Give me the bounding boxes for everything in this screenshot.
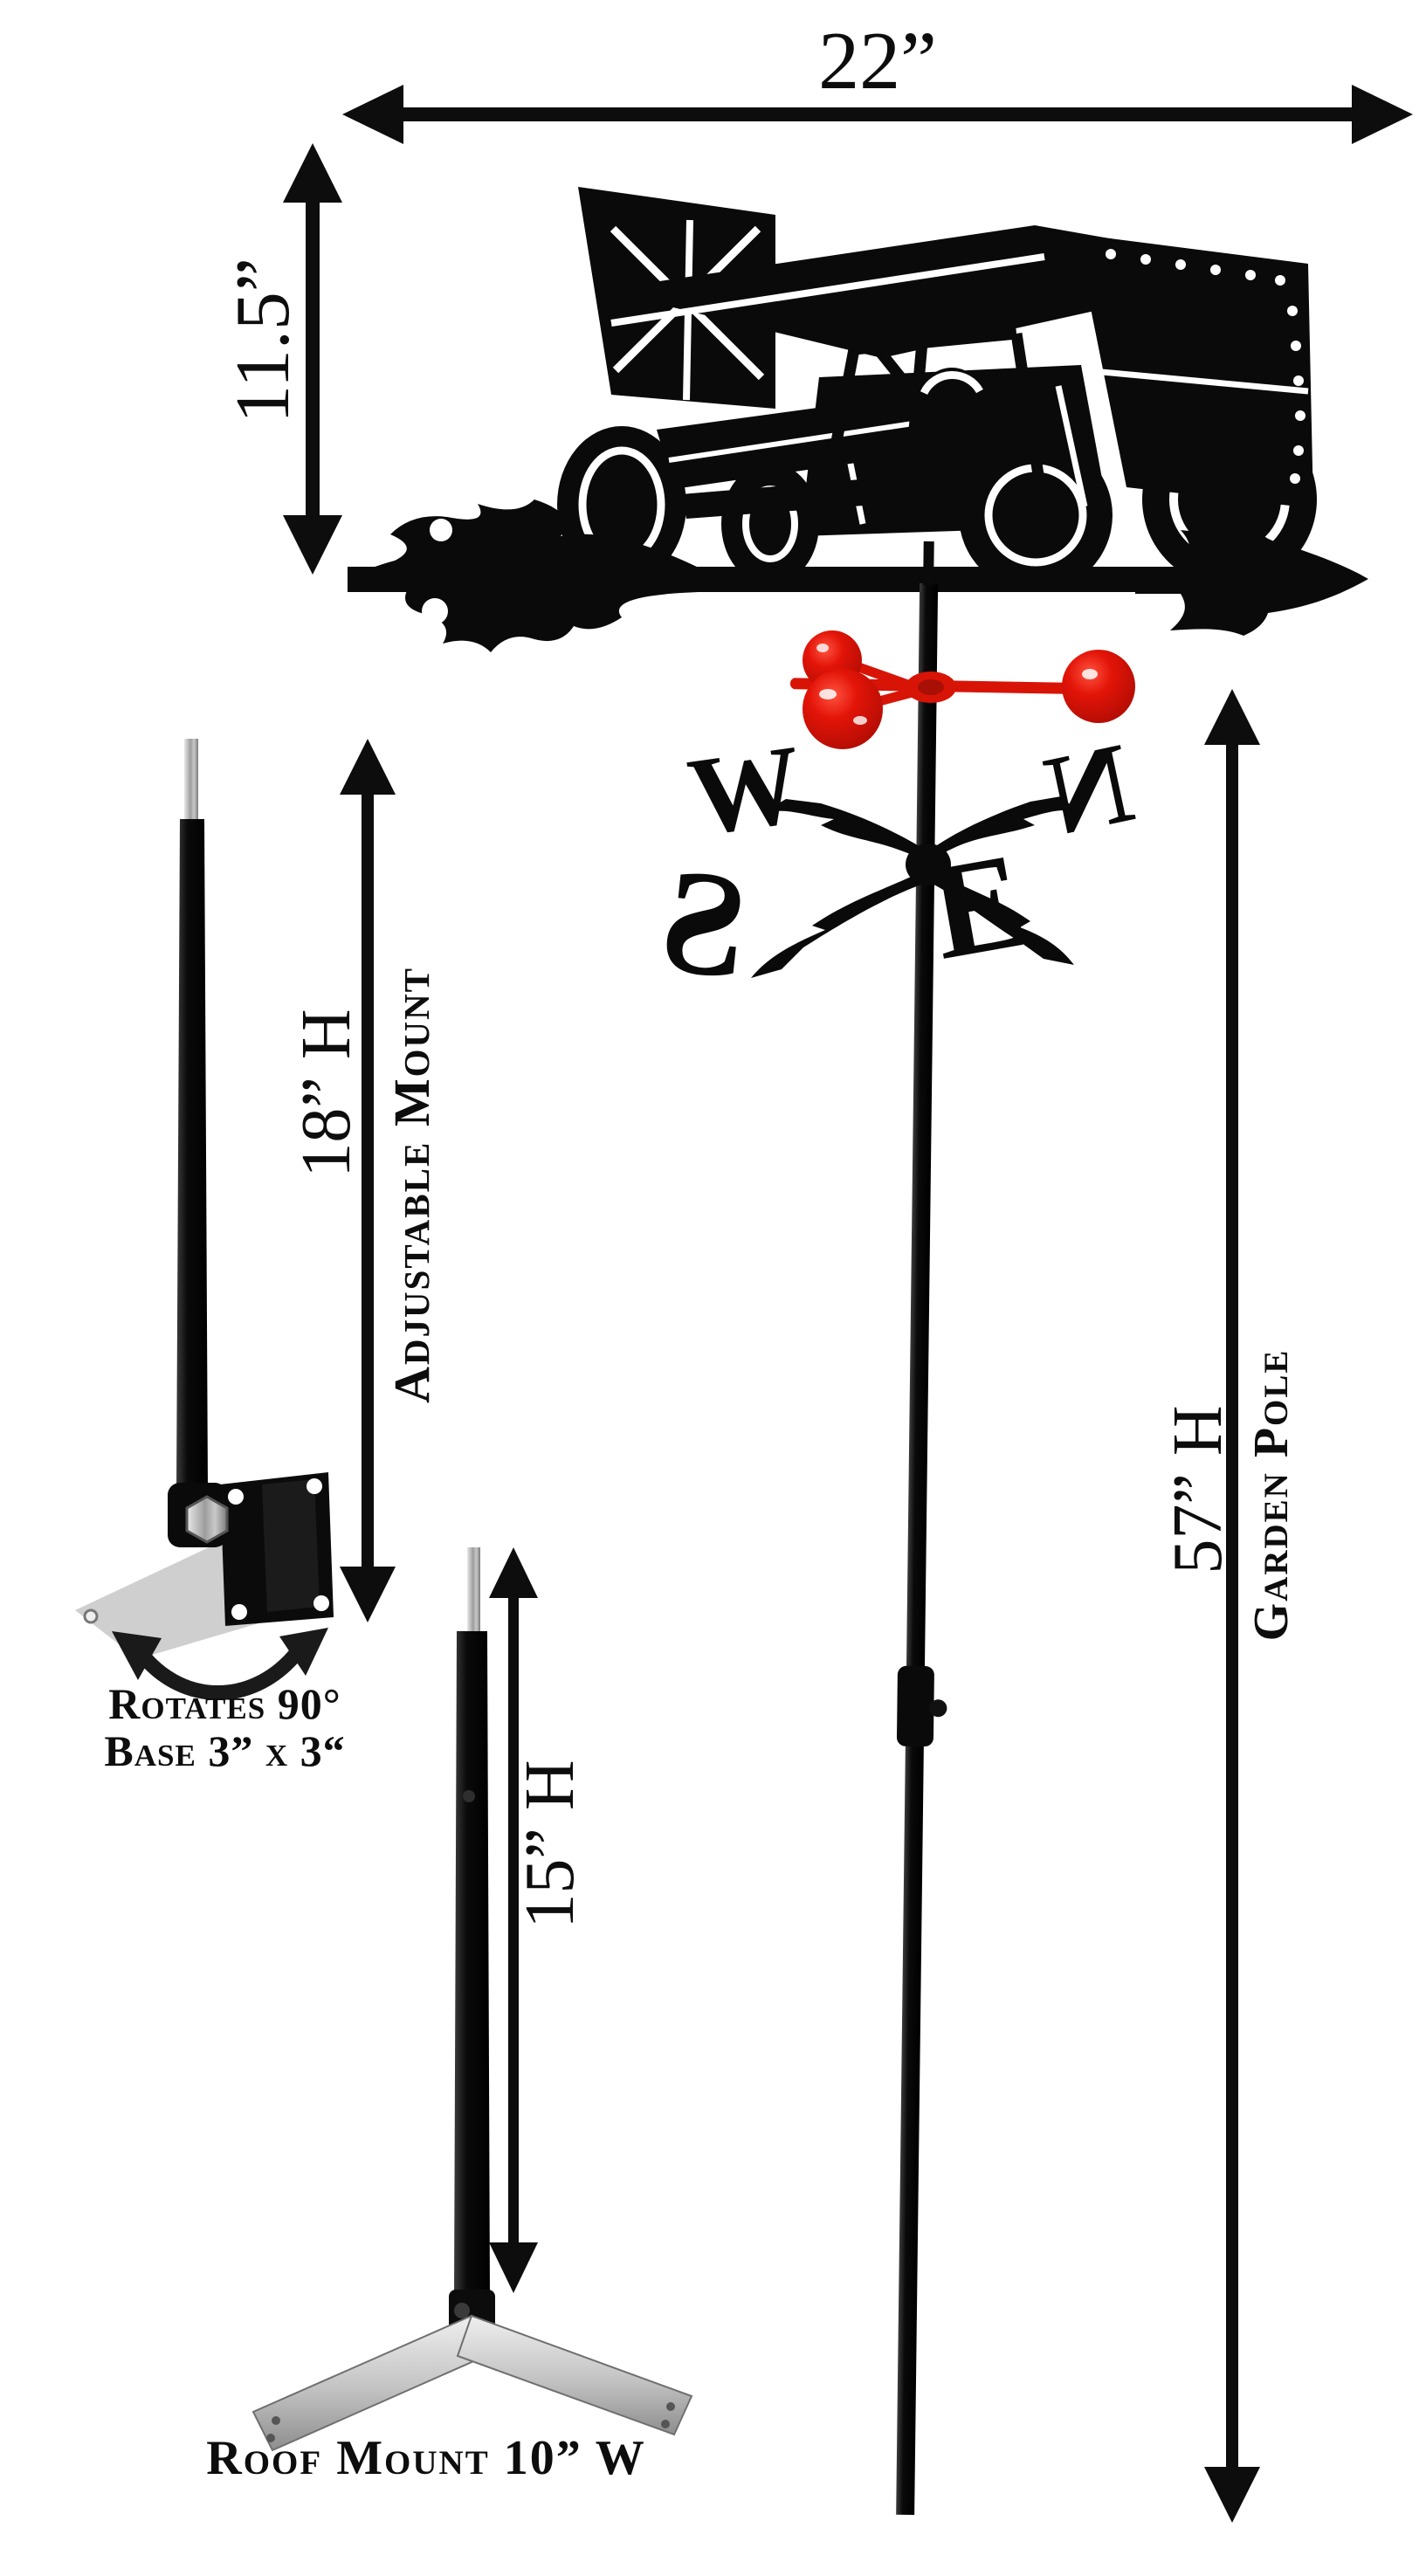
dimension-arrow-height-11-5 [283, 143, 342, 575]
garden-pole-shaft [896, 582, 939, 2515]
roof-mount-spindle [467, 1547, 480, 1635]
arrow-shaft [1226, 738, 1238, 2474]
label-width-22: 22” [818, 16, 937, 107]
arrow-head-down-icon [1204, 2467, 1260, 2523]
label-adjustable-mount: Adjustable Mount [383, 966, 440, 1404]
hinge-bolt [185, 1495, 229, 1544]
compass-letter-north: N [1035, 718, 1143, 861]
vane-arrow-head [1135, 513, 1368, 636]
compass-letter-west: W [681, 721, 809, 859]
arrow-head-left-icon [342, 85, 403, 144]
compass-letter-south: S [654, 837, 754, 1011]
garden-pole-coupling [896, 1665, 934, 1747]
arrow-head-right-icon [1352, 85, 1413, 144]
label-roof-mount: Roof Mount 10” W [206, 2431, 646, 2485]
wing-rivets [1106, 249, 1305, 484]
arrow-head-up-icon [1204, 689, 1260, 745]
mount-pole [176, 819, 208, 1490]
arrow-head-up-icon [283, 143, 342, 203]
wind-cup-front [803, 669, 883, 749]
arrow-head-down-icon [489, 2242, 538, 2293]
wind-cup-right [1062, 650, 1135, 723]
sprint-car-silhouette [557, 187, 1317, 592]
compass-rose: W N S E [654, 718, 1143, 1011]
flame-arm-north [928, 796, 1078, 863]
label-height-57: 57” H [1160, 1405, 1237, 1574]
arrow-head-up-icon [489, 1547, 538, 1598]
mount-base-plate-ghost [75, 1542, 267, 1659]
vane-arrow [348, 499, 1368, 652]
label-garden-pole: Garden Pole [1244, 1348, 1299, 1642]
label-height-18: 18” H [288, 1009, 365, 1178]
flame-arm-west [764, 799, 928, 863]
arrow-head-up-icon [340, 739, 396, 795]
rotate-90-arrow-icon [112, 1628, 328, 1700]
rear-left-wheel [959, 438, 1113, 592]
dimension-arrow-height-57 [1204, 689, 1260, 2523]
wing-right-panel [1076, 234, 1313, 508]
letter-s: S [654, 837, 754, 1011]
label-mount-note: Rotates 90° Base 3” x 3“ [74, 1680, 375, 1774]
adjustable-mount [75, 739, 334, 1659]
garden-pole [896, 541, 947, 2515]
dimension-arrow-height-18 [340, 739, 396, 1622]
label-base-3x3: Base 3” x 3“ [104, 1726, 346, 1775]
dimension-arrow-height-15 [489, 1547, 538, 2293]
roof-mount-pole [454, 1631, 490, 2293]
letter-e: E [920, 823, 1037, 988]
flame-arm-south [751, 869, 928, 978]
letter-n: N [1035, 718, 1143, 861]
coupling-knob [929, 1699, 947, 1718]
compass-letter-east: E [920, 823, 1037, 988]
roof-plate-right-wing [456, 2314, 693, 2436]
vane-arrow-shaft [348, 567, 1221, 592]
arrow-shaft [508, 1596, 519, 2244]
label-rotates-90: Rotates 90° [108, 1679, 341, 1728]
letter-w: W [681, 721, 809, 859]
vane-pivot-pin [923, 541, 934, 586]
flame-arm-east [928, 869, 1074, 965]
arrow-shaft [306, 192, 320, 526]
roof-mount [251, 1547, 693, 2452]
arrow-head-down-icon [283, 515, 342, 575]
dimension-arrow-width-22 [342, 85, 1413, 144]
arrow-shaft [362, 788, 374, 1574]
arrow-shaft [391, 107, 1362, 121]
mount-spindle [184, 739, 198, 824]
arrow-head-down-icon [340, 1567, 396, 1622]
anemometer [790, 630, 1135, 749]
label-height-15: 15” H [512, 1760, 589, 1929]
label-height-11-5: 11.5” [221, 258, 306, 424]
compass-hub [906, 844, 951, 885]
